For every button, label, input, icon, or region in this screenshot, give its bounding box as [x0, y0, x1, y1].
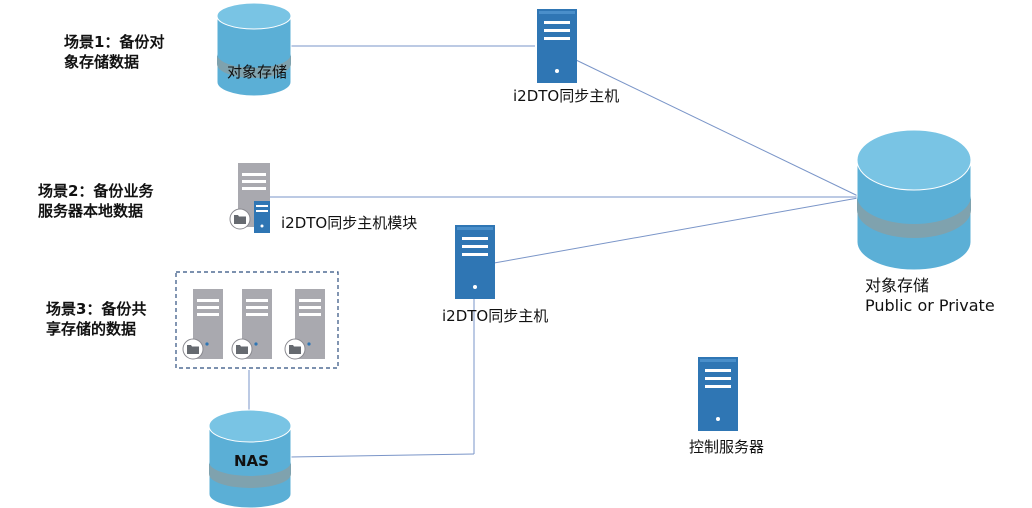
- sync-host-1-server-icon: [537, 9, 577, 83]
- control-server-label: 控制服务器: [689, 438, 765, 456]
- scenario3-label: 场景3：备份共 享存储的数据: [46, 300, 147, 338]
- shared-server-3-icon: [284, 289, 325, 360]
- scenario1-label: 场景1：备份对 象存储数据: [64, 33, 165, 71]
- sync-host-1-label: i2DTO同步主机: [513, 87, 620, 105]
- nas-label: NAS: [234, 452, 269, 470]
- sync-host-2-server-icon: [455, 225, 495, 299]
- business-server-icon: [229, 163, 270, 233]
- shared-server-1-icon: [182, 289, 223, 360]
- nas-database-icon: [208, 409, 292, 508]
- sync-host-2-label: i2DTO同步主机: [442, 307, 549, 325]
- scenario2-label: 场景2：备份业务 服务器本地数据: [38, 182, 154, 220]
- scenario3-group-box: [175, 271, 339, 369]
- shared-server-2-icon: [231, 289, 272, 360]
- link-sync1-main-storage: [575, 59, 859, 197]
- object-storage-1-label: 对象存储: [227, 63, 288, 81]
- main-object-storage-database-icon: [856, 129, 972, 271]
- object-storage-1-database-icon: [216, 2, 292, 97]
- link-nas-sync2: [289, 453, 475, 458]
- sync-module-label: i2DTO同步主机模块: [281, 214, 418, 232]
- main-object-storage-label: 对象存储 Public or Private: [865, 276, 995, 315]
- link-sync2-main-storage: [493, 197, 859, 264]
- control-server-icon: [698, 357, 738, 431]
